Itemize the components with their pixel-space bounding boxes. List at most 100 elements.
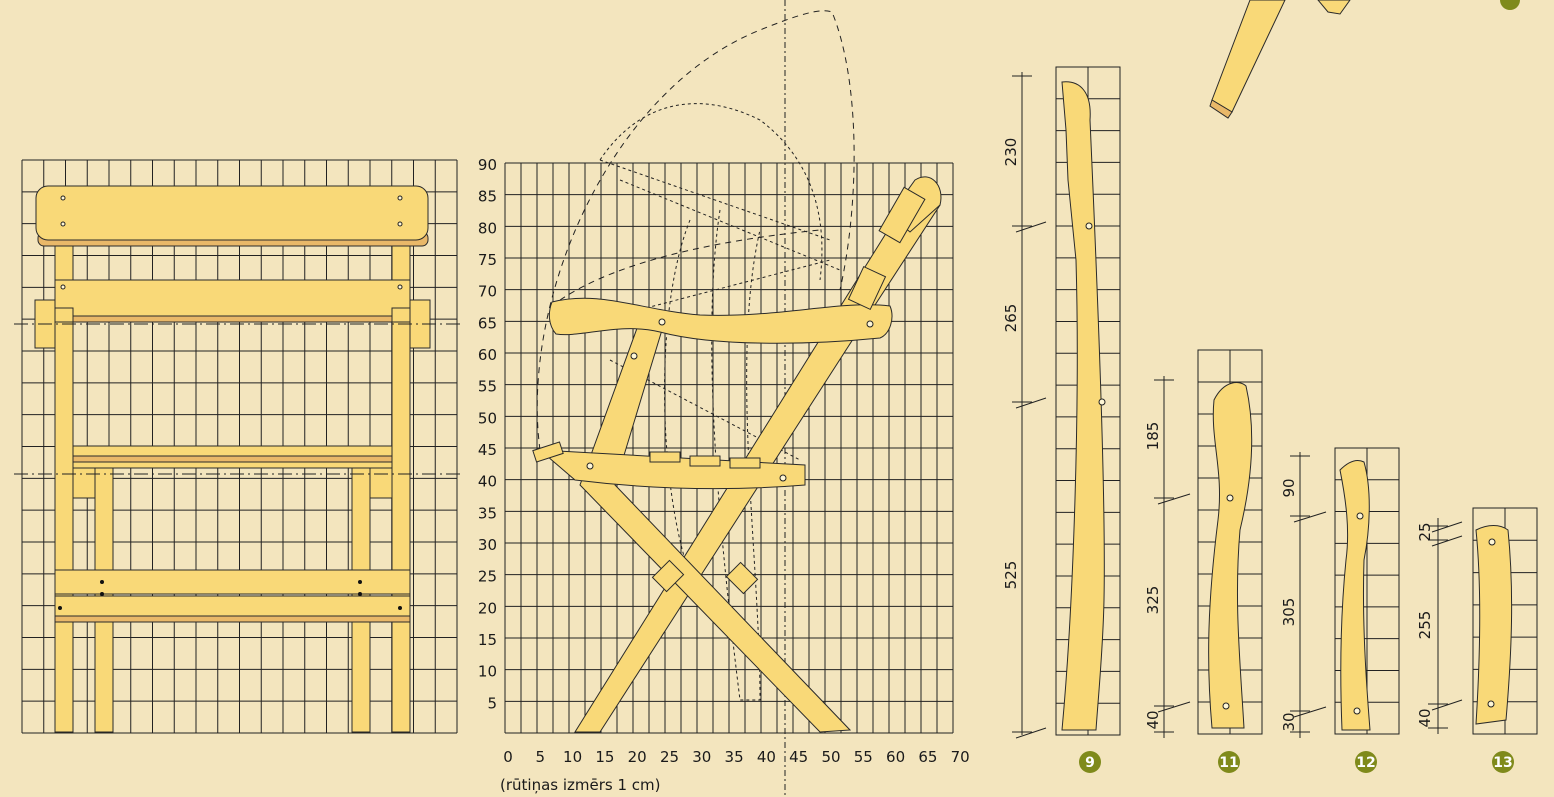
pivot-hole (630, 352, 638, 360)
x-tick-label: 65 (918, 748, 937, 766)
folding-ghost-legs (664, 209, 761, 701)
part-11-shape (1208, 382, 1253, 729)
x-tick-label: 70 (951, 748, 970, 766)
x-tick-label: 60 (886, 748, 905, 766)
part-12-dim-bottom: 30 (1280, 712, 1298, 731)
part-13-hole (1487, 700, 1495, 708)
part-11-hole (1222, 702, 1230, 710)
isometric-part-fragment (1209, 0, 1520, 119)
folding-ghost-lines (599, 159, 841, 461)
seat-slat (649, 451, 681, 463)
screw-hole (60, 221, 66, 227)
leg-block-left (72, 465, 96, 499)
x-tick-label: 25 (660, 748, 679, 766)
x-tick-label: 40 (757, 748, 776, 766)
folding-arc-seat (559, 229, 821, 301)
y-tick-label: 70 (478, 283, 497, 301)
part-9-badge (1079, 751, 1101, 773)
y-tick-label: 55 (478, 378, 497, 396)
crossbar-lower (54, 595, 411, 617)
part-11-badge-label: 11 (1219, 755, 1238, 771)
x-tick-label: 30 (692, 748, 711, 766)
y-tick-label: 15 (478, 631, 497, 649)
bolt (358, 592, 362, 596)
leg-block-right (369, 465, 393, 499)
part-12-dim-top: 90 (1280, 478, 1298, 497)
bolt (58, 606, 62, 610)
x-tick-label: 50 (821, 748, 840, 766)
front-view (14, 159, 462, 734)
x-tick-label: 35 (725, 748, 744, 766)
pivot-joint-left (54, 307, 74, 323)
pivot-hole (586, 462, 594, 470)
x-tick-label: 20 (628, 748, 647, 766)
part-13-dim-top: 25 (1416, 522, 1434, 541)
part-12-shape (1339, 459, 1371, 731)
part-11-hole (1226, 494, 1234, 502)
part-11-dim-bottom: 40 (1144, 710, 1162, 729)
part-13-dim-middle: 255 (1416, 611, 1434, 640)
x-tick-label: 15 (595, 748, 614, 766)
screw-hole (60, 195, 66, 201)
back-slat (54, 279, 411, 317)
part-13-badge (1492, 751, 1514, 773)
part-11-dim-top: 185 (1144, 422, 1162, 451)
y-tick-label: 5 (487, 694, 497, 712)
part-11-dim-middle: 325 (1144, 586, 1162, 615)
y-tick-label: 25 (478, 568, 497, 586)
part-9-hole (1085, 222, 1093, 230)
screw-hole (397, 195, 403, 201)
seat-slat-mid (72, 455, 393, 463)
y-tick-label: 50 (478, 409, 497, 427)
part-9-shape (1061, 81, 1105, 731)
folding-arc-inner (599, 103, 823, 281)
screw-hole (397, 221, 403, 227)
part-13-dim-bottom: 40 (1416, 708, 1434, 727)
part-12-hole (1353, 707, 1361, 715)
x-tick-label: 45 (789, 748, 808, 766)
y-tick-label: 65 (478, 314, 497, 332)
part-11: 185 325 40 11 (1144, 349, 1263, 773)
part-9-dim-bottom: 525 (1002, 561, 1020, 590)
part-12-badge-label: 12 (1356, 755, 1375, 771)
part-9: 230 265 525 9 (1002, 66, 1121, 773)
seat-slat-bottom (72, 461, 393, 469)
seat-profile (538, 449, 806, 490)
bolt (358, 580, 362, 584)
y-tick-label: 35 (478, 504, 497, 522)
backrest-board (35, 185, 429, 241)
part-9-hole (1098, 398, 1106, 406)
backrest-cap-block (878, 186, 926, 244)
y-tick-label: 60 (478, 346, 497, 364)
brace-block (651, 559, 685, 593)
part-9-dim-top: 230 (1002, 138, 1020, 167)
y-tick-label: 45 (478, 441, 497, 459)
pivot-hole (866, 320, 874, 328)
y-tick-label: 85 (478, 188, 497, 206)
y-tick-label: 10 (478, 663, 497, 681)
part-12-badge (1355, 751, 1377, 773)
x-tick-label: 10 (563, 748, 582, 766)
armrest (548, 297, 893, 344)
part-13-shape (1475, 525, 1513, 725)
seat-slat (729, 457, 761, 469)
seat-slat (689, 455, 721, 467)
x-tick-label: 0 (503, 748, 513, 766)
part-13-hole (1488, 538, 1496, 546)
isometric-block (1317, 0, 1351, 15)
pivot-joint-right (391, 307, 411, 323)
bolt (100, 580, 104, 584)
part-11-badge (1218, 751, 1240, 773)
part-12-dim-middle: 305 (1280, 598, 1298, 627)
isometric-stick (1211, 0, 1286, 113)
pivot-hole (779, 474, 787, 482)
y-tick-label: 80 (478, 219, 497, 237)
part-13-badge-label: 13 (1493, 755, 1512, 771)
y-tick-label: 30 (478, 536, 497, 554)
y-tick-label: 90 (478, 156, 497, 174)
folding-arc-outer (536, 10, 855, 451)
